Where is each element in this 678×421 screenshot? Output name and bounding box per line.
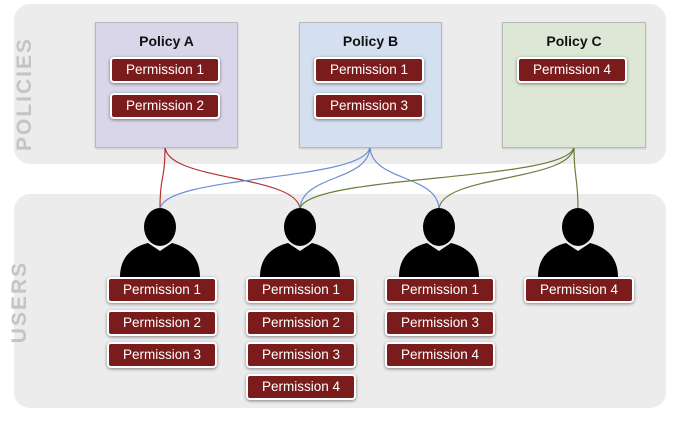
- policy-a-box: Policy A Permission 1 Permission 2: [95, 22, 238, 148]
- user-3: [397, 205, 481, 277]
- user-3-permission-1: Permission 1: [385, 277, 495, 303]
- connection-line: [299, 145, 371, 211]
- connection-line: [159, 145, 166, 211]
- connection-line: [438, 145, 575, 211]
- policy-c-permission-4: Permission 4: [517, 57, 627, 83]
- user-silhouette-icon: [538, 208, 618, 277]
- user-1-permission-1: Permission 1: [107, 277, 217, 303]
- policy-a-title: Policy A: [139, 33, 194, 49]
- user-1-permission-2: Permission 2: [107, 310, 217, 336]
- user-silhouette-icon: [260, 208, 340, 277]
- policy-a-permission-2: Permission 2: [110, 93, 220, 119]
- user-3-permission-4: Permission 4: [385, 342, 495, 368]
- user-silhouette-icon: [120, 208, 200, 277]
- user-2-permission-1: Permission 1: [246, 277, 356, 303]
- policy-b-permission-1: Permission 1: [314, 57, 424, 83]
- user-2: [258, 205, 342, 277]
- policy-c-title: Policy C: [546, 33, 602, 49]
- user-1-permission-3: Permission 3: [107, 342, 217, 368]
- connection-line: [369, 145, 440, 211]
- user-3-permission-3: Permission 3: [385, 310, 495, 336]
- policy-b-box: Policy B Permission 1 Permission 3: [299, 22, 442, 148]
- user-2-permission-4: Permission 4: [246, 374, 356, 400]
- user-2-permission-3: Permission 3: [246, 342, 356, 368]
- user-4: [536, 205, 620, 277]
- policy-a-permission-1: Permission 1: [110, 57, 220, 83]
- connection-line: [299, 145, 575, 211]
- user-1: [118, 205, 202, 277]
- connection-line: [573, 145, 579, 211]
- policy-b-title: Policy B: [342, 33, 399, 49]
- policy-c-box: Policy C Permission 4: [502, 22, 646, 148]
- user-2-permission-2: Permission 2: [246, 310, 356, 336]
- policy-b-permission-3: Permission 3: [314, 93, 424, 119]
- user-4-permission-4: Permission 4: [524, 277, 634, 303]
- connection-line: [164, 145, 301, 211]
- user-silhouette-icon: [399, 208, 479, 277]
- connection-line: [159, 145, 371, 211]
